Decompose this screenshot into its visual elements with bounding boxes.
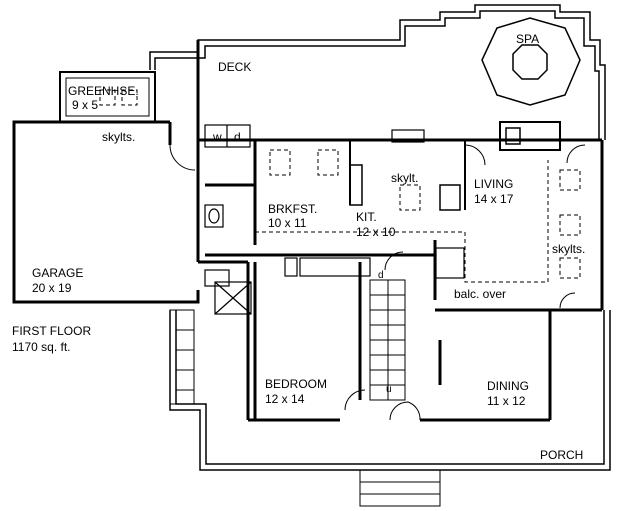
fixtures [204,124,465,315]
bedroom-door-arc [344,389,366,411]
bedroom-label: BEDROOM [265,377,328,391]
breakfast-label: BRKFST. [268,202,318,216]
dashed-lines [99,89,581,283]
skylight-1 [269,149,291,176]
dining-size: 11 x 12 [487,394,526,408]
porch-inner-edge [175,310,605,465]
living-door-arc-b [566,144,586,164]
porch-outline [169,309,611,507]
skylight-6 [559,257,581,279]
exterior-walls [12,40,604,422]
kitchen-label: KIT. [356,210,377,224]
stair-down-label: d [378,270,384,281]
floor-title: FIRST FLOOR [12,324,92,338]
skylight-2 [317,149,339,176]
deck-edge [149,4,606,140]
living-exit-arc [559,292,576,309]
breakfast-size: 10 x 11 [268,216,307,230]
spa-label: SPA [516,32,540,46]
floor-area: 1170 sq. ft. [12,340,71,354]
dryer-label: d [234,130,241,144]
balcony-label: balc. over [454,287,507,301]
deck-outline [149,4,606,140]
garage-label: GARAGE [32,266,84,280]
kitchen-range [349,164,363,206]
greenhouse-label: GREENHSE. [68,84,139,98]
garage-door-arc [169,144,196,171]
living-skylights-label: skylts. [552,242,586,256]
greenhouse-skylight-1 [99,89,116,106]
deck-inner-edge [154,10,600,140]
skylight-3 [399,184,421,211]
front-door-arc [389,401,421,421]
skylight-5 [559,214,581,236]
fireplace-box [505,127,521,145]
greenhouse-inner [65,77,150,117]
house-north-wall [196,40,465,142]
deck-label: DECK [218,60,252,74]
toilet [204,204,224,228]
side-steps [169,309,195,405]
greenhouse-size: 9 x 5 [72,98,99,112]
fireplace [499,121,561,151]
shower [214,281,252,315]
living-door-arc-a [464,144,486,166]
garage-wall [12,120,200,304]
skylight-4 [559,169,581,191]
doors [169,144,586,421]
living-size: 14 x 17 [474,192,514,206]
hall-cabinet [435,247,465,279]
kitchen-counter-east [439,184,461,211]
stair-up-label: u [386,384,392,395]
living-label: LIVING [474,177,514,191]
water-heater [284,257,298,277]
spa-outline [481,17,581,106]
staircase [369,279,406,401]
hall-door-arc [384,251,404,271]
garage-size: 20 x 19 [32,281,72,295]
closet-shelves [299,257,371,277]
dining-label: DINING [487,379,529,393]
spa-center [512,44,548,80]
porch-label: PORCH [540,448,584,462]
front-steps [359,469,441,507]
bedroom-size: 12 x 14 [265,392,305,406]
greenhouse-skylight-2 [121,89,138,106]
sink [204,269,230,287]
kitchen-sink [391,129,425,143]
kitchen-size: 12 x 10 [356,225,396,239]
balcony-line [464,160,549,283]
greenhouse-skylights-label: skylts. [102,130,136,144]
washer-label: w [213,130,222,144]
kitchen-skylight-label: skylt. [391,171,419,185]
